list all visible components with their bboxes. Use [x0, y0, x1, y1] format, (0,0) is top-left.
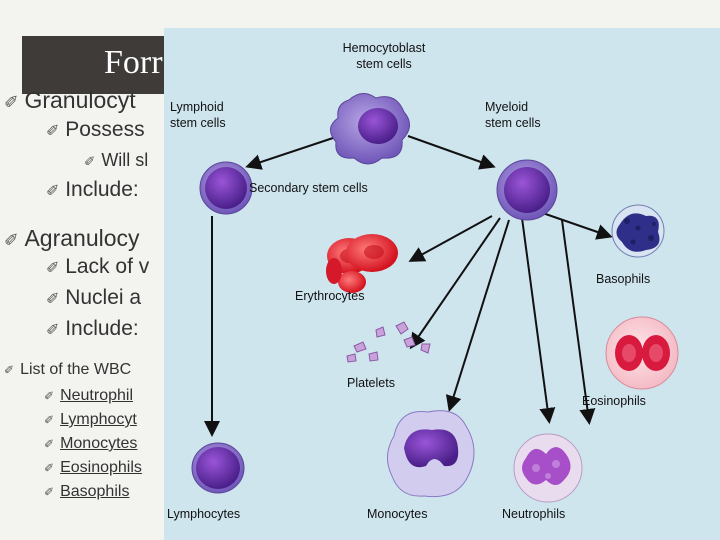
bullet-possess: ✐Possess: [46, 118, 145, 141]
wbc-list-item: ✐Lymphocyt: [44, 411, 137, 428]
arrow-to-myeloid: [407, 135, 496, 170]
bullet-icon: ✐: [44, 389, 55, 403]
myeloid-stem-cell: [496, 159, 558, 221]
label-erythrocytes: Erythrocytes: [295, 289, 365, 303]
wbc-list-item: ✐Eosinophils: [44, 459, 142, 476]
bullet-icon: ✐: [46, 183, 60, 200]
arrow-to-platelets: [409, 217, 501, 350]
arrow-to-neutrophils: [521, 217, 556, 424]
bullet-icon: ✐: [4, 92, 19, 112]
arrow-to-eosinophils: [561, 219, 596, 425]
basophil-cell: [611, 204, 665, 258]
label-platelets: Platelets: [347, 376, 395, 390]
bullet-include-2: ✐Include:: [46, 317, 139, 340]
label-monocytes: Monocytes: [367, 507, 428, 521]
hemocytoblast-cell: [330, 93, 410, 165]
label-secondary-stem-cells: Secondary stem cells: [249, 181, 368, 195]
lymphoid-stem-cell: [199, 161, 253, 215]
bullet-icon: ✐: [4, 363, 15, 377]
slide-title: Forr: [104, 44, 163, 81]
label-basophils: Basophils: [596, 272, 651, 286]
wbc-list-item: ✐Basophils: [44, 483, 130, 500]
label-eosinophils: Eosinophils: [582, 394, 646, 408]
monocyte-cell: [387, 410, 475, 498]
bullet-icon: ✐: [46, 322, 60, 339]
bullet-include-1: ✐Include:: [46, 178, 139, 201]
bullet-icon: ✐: [46, 123, 60, 140]
bullet-icon: ✐: [44, 485, 55, 499]
bullet-icon: ✐: [44, 461, 55, 475]
label-neutrophils: Neutrophils: [502, 507, 566, 521]
platelets-cells: [346, 321, 431, 363]
bullet-icon: ✐: [84, 154, 96, 169]
bullet-nuclei: ✐Nuclei a: [46, 286, 142, 309]
arrow-to-erythrocytes: [408, 215, 493, 262]
bullet-lack-of: ✐Lack of v: [46, 255, 150, 278]
lineage-arrows: [204, 135, 613, 437]
bullet-icon: ✐: [46, 260, 60, 277]
eosinophil-cell: [605, 316, 679, 390]
bullet-icon: ✐: [4, 230, 19, 250]
hematopoiesis-diagram: [191, 93, 679, 503]
wbc-list-item: ✐Neutrophil: [44, 387, 133, 404]
bullet-will-stain: ✐Will sl: [84, 150, 149, 170]
bullet-wbc-list: ✐List of the WBC: [4, 361, 132, 378]
neutrophil-cell: [513, 433, 583, 503]
bullet-icon: ✐: [44, 413, 55, 427]
bullet-icon: ✐: [44, 437, 55, 451]
lymphocyte-cell: [191, 442, 245, 494]
arrow-to-monocytes: [445, 219, 510, 412]
arrow-to-basophils: [533, 209, 613, 240]
label-lymphocytes: Lymphocytes: [167, 507, 241, 521]
arrow-to-lymphoid: [245, 135, 340, 170]
wbc-list-item: ✐Monocytes: [44, 435, 138, 452]
bullet-icon: ✐: [46, 291, 60, 308]
label-hemocytoblast: Hemocytoblast stem cells: [342, 41, 426, 71]
bullet-agranulocytes: ✐Agranulocy: [4, 225, 140, 251]
label-lymphoid: Lymphoid stem cells: [170, 100, 226, 130]
bullet-granulocytes: ✐Granulocyt: [4, 87, 136, 113]
label-myeloid: Myeloid stem cells: [485, 100, 541, 130]
erythrocytes-cells: [326, 234, 398, 293]
